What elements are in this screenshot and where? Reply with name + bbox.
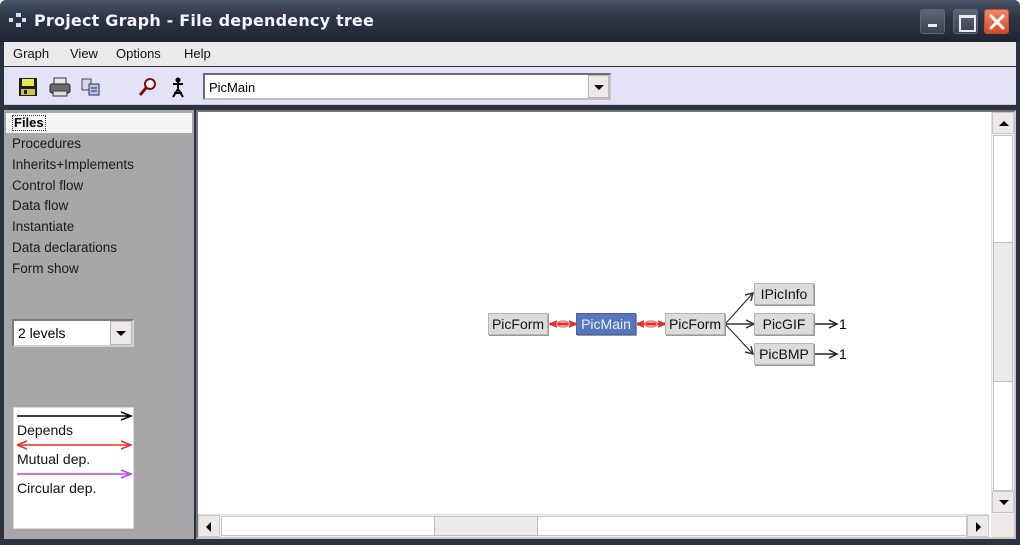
graph-node-picform-right[interactable]: PicForm: [665, 313, 725, 335]
entity-selector[interactable]: PicMain: [203, 73, 611, 100]
view-item-instantiate[interactable]: Instantiate: [12, 219, 75, 234]
view-item-files[interactable]: Files: [6, 113, 192, 133]
vertical-scrollbar[interactable]: [991, 112, 1014, 514]
menu-graph[interactable]: Graph: [13, 46, 50, 61]
print-button[interactable]: [49, 77, 71, 97]
legend-circular: Circular dep.: [17, 480, 97, 496]
maximize-button[interactable]: [953, 9, 978, 34]
copy-icon: [81, 78, 100, 96]
levels-dropdown-button[interactable]: [110, 321, 132, 345]
locate-button[interactable]: [170, 77, 190, 98]
vertical-scroll-thumb[interactable]: [993, 242, 1013, 382]
entity-selector-dropdown-button[interactable]: [588, 75, 609, 98]
graph-node-picmain[interactable]: PicMain: [576, 313, 636, 335]
horizontal-scroll-track[interactable]: [221, 516, 967, 536]
levels-select[interactable]: 2 levels: [12, 319, 134, 347]
circular-arrow-icon: [17, 469, 133, 479]
legend-mutual: Mutual dep.: [17, 451, 91, 467]
view-item-data-flow[interactable]: Data flow: [12, 198, 69, 213]
app-icon: [9, 13, 27, 29]
save-button[interactable]: [18, 77, 38, 97]
view-panel: Files Procedures Inherits+Implements Con…: [4, 110, 194, 539]
view-item-files-label: Files: [12, 115, 46, 131]
view-item-control-flow[interactable]: Control flow: [12, 178, 84, 193]
person-icon: [172, 77, 184, 98]
print-icon: [49, 77, 71, 97]
title-bar[interactable]: Project Graph - File dependency tree: [0, 0, 1020, 42]
view-item-inherits-implements[interactable]: Inherits+Implements: [12, 157, 134, 172]
entity-selector-value: PicMain: [209, 80, 256, 95]
window-title: Project Graph - File dependency tree: [34, 11, 375, 30]
menu-help[interactable]: Help: [184, 46, 211, 61]
scroll-down-button[interactable]: [992, 491, 1014, 513]
close-button[interactable]: [984, 9, 1009, 34]
copy-button[interactable]: [81, 77, 101, 97]
graph-canvas[interactable]: PicForm PicMain PicForm IPicInfo PicGIF …: [198, 112, 989, 514]
mutual-arrow-icon: [17, 440, 133, 450]
toolbar: PicMain: [4, 67, 1016, 105]
picgif-more-count[interactable]: 1: [839, 316, 847, 332]
magnifier-icon: [138, 78, 156, 96]
depends-arrow-icon: [17, 411, 133, 421]
graph-node-picgif[interactable]: PicGIF: [754, 313, 814, 335]
view-item-form-show[interactable]: Form show: [12, 261, 79, 276]
scroll-right-button[interactable]: [967, 515, 989, 537]
graph-view: PicForm PicMain PicForm IPicInfo PicGIF …: [196, 110, 1016, 539]
scroll-left-button[interactable]: [198, 515, 220, 537]
close-icon: [989, 14, 1005, 30]
find-button[interactable]: [138, 77, 158, 97]
graph-node-picform-left[interactable]: PicForm: [488, 313, 548, 335]
graph-node-picbmp[interactable]: PicBMP: [754, 343, 814, 365]
levels-value: 2 levels: [18, 325, 66, 341]
menu-bar: Graph View Options Help: [4, 42, 1016, 66]
menu-view[interactable]: View: [70, 46, 98, 61]
view-item-procedures[interactable]: Procedures: [12, 136, 82, 151]
horizontal-scrollbar[interactable]: [198, 514, 989, 537]
scroll-up-button[interactable]: [992, 112, 1014, 134]
legend-depends: Depends: [17, 422, 74, 438]
picbmp-more-count[interactable]: 1: [839, 346, 847, 362]
horizontal-scroll-thumb[interactable]: [434, 516, 538, 536]
minimize-button[interactable]: [920, 9, 945, 34]
view-item-data-declarations[interactable]: Data declarations: [12, 240, 118, 255]
menu-options[interactable]: Options: [116, 46, 161, 61]
save-icon: [19, 78, 37, 96]
graph-edges: [548, 291, 839, 359]
graph-node-ipicinfo[interactable]: IPicInfo: [754, 283, 814, 305]
scroll-corner: [991, 514, 1014, 537]
legend: Depends Mutual dep. Circular dep.: [13, 407, 134, 529]
